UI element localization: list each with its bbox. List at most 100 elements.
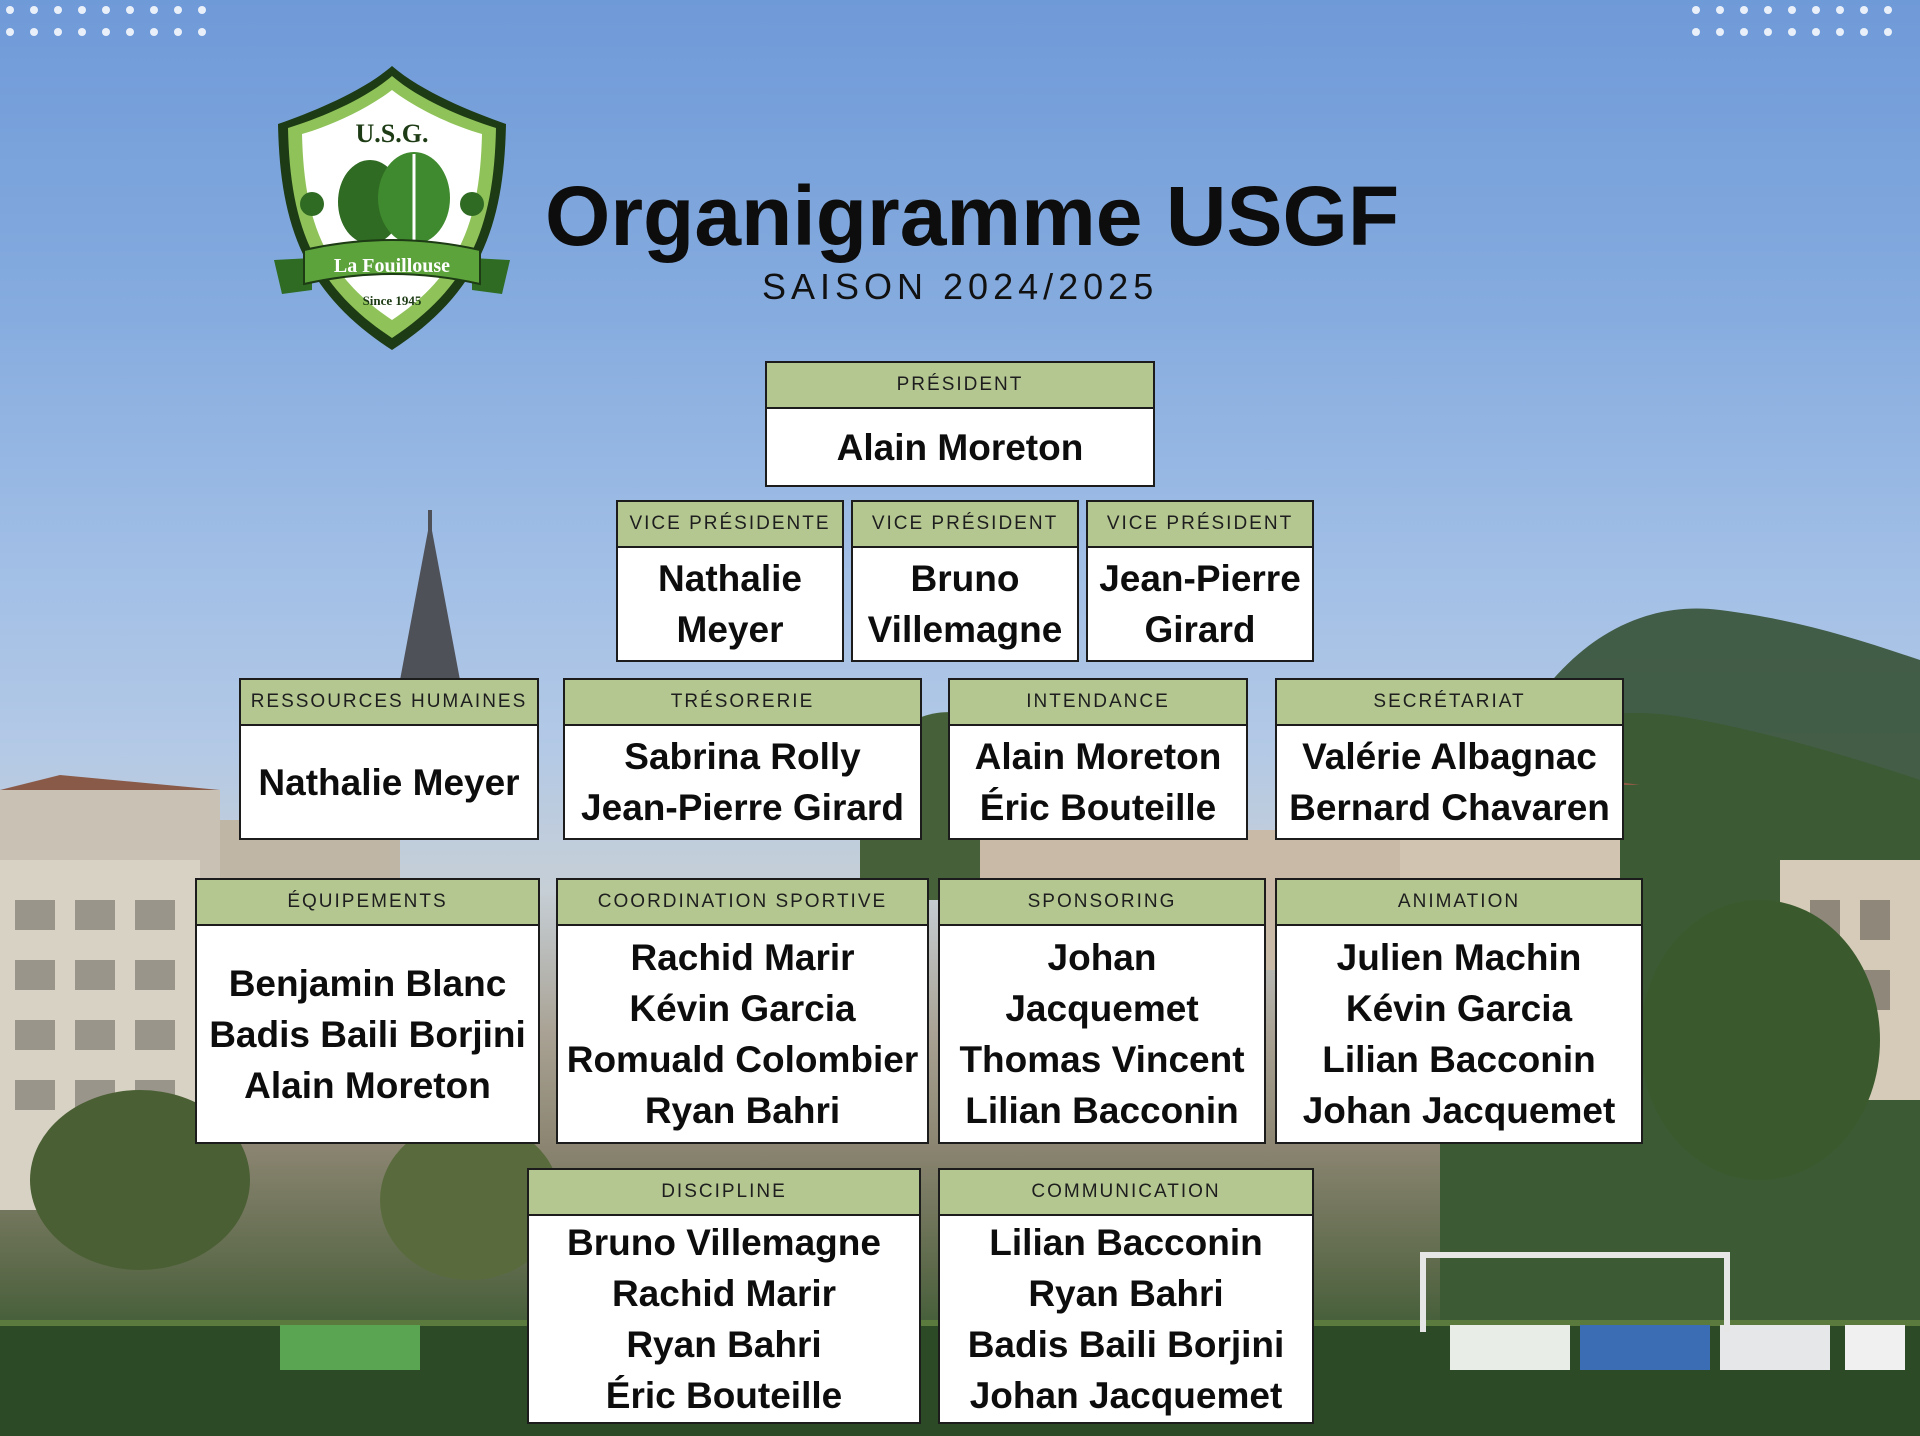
decor-dot [1692, 28, 1700, 36]
role-label: PRÉSIDENT [767, 363, 1153, 409]
decor-dot [1836, 6, 1844, 14]
role-label: DISCIPLINE [529, 1170, 919, 1216]
crest-since-text: Since 1945 [363, 293, 422, 308]
role-members: Alain Moreton [767, 409, 1153, 485]
member-name: Bruno Villemagne [567, 1222, 881, 1263]
decor-dot [1764, 6, 1772, 14]
member-name: Rachid Marir [630, 937, 855, 978]
member-name: Benjamin Blanc [228, 962, 507, 1004]
member-name: Ryan Bahri [1028, 1273, 1224, 1314]
member-name: Valérie Albagnac [1302, 736, 1597, 777]
member-name: Nathalie [658, 558, 802, 599]
decor-dot [150, 28, 158, 36]
member-name: Jacquemet [1005, 988, 1199, 1029]
role-members: Julien Machin Kévin Garcia Lilian Baccon… [1277, 926, 1641, 1142]
role-box-secretariat: SECRÉTARIAT Valérie Albagnac Bernard Cha… [1275, 678, 1624, 840]
role-label: SPONSORING [940, 880, 1264, 926]
member-name: Badis Baili Borjini [209, 1013, 526, 1055]
role-label: ÉQUIPEMENTS [197, 880, 538, 926]
decor-dot [1884, 6, 1892, 14]
member-name: Jean-Pierre Girard [581, 787, 904, 828]
role-label: VICE PRÉSIDENT [853, 502, 1077, 548]
club-crest-logo: U.S.G. La Fouillouse Since 1945 [274, 66, 510, 350]
decor-dot [150, 6, 158, 14]
decor-dot [1812, 6, 1820, 14]
role-label: INTENDANCE [950, 680, 1246, 726]
member-name: Lilian Bacconin [1322, 1039, 1596, 1080]
decor-dot [174, 28, 182, 36]
role-members: Johan Jacquemet Thomas Vincent Lilian Ba… [940, 926, 1264, 1142]
role-box-ressources-humaines: RESSOURCES HUMAINES Nathalie Meyer [239, 678, 539, 840]
member-name: Éric Bouteille [979, 787, 1217, 828]
decor-dot [1740, 28, 1748, 36]
role-label: COORDINATION SPORTIVE [558, 880, 927, 926]
role-members: Lilian Bacconin Ryan Bahri Badis Baili B… [940, 1216, 1312, 1422]
member-name: Kévin Garcia [1345, 988, 1573, 1029]
decor-dot [174, 6, 182, 14]
member-name: Johan [1047, 937, 1157, 978]
role-members: Nathalie Meyer [241, 726, 537, 838]
decor-dot [54, 28, 62, 36]
decor-dot [1716, 6, 1724, 14]
role-box-sponsoring: SPONSORING Johan Jacquemet Thomas Vincen… [938, 878, 1266, 1144]
decor-dot [30, 28, 38, 36]
role-box-vice-president-2: VICE PRÉSIDENT Jean-Pierre Girard [1086, 500, 1314, 662]
member-name: Ryan Bahri [626, 1324, 822, 1365]
role-members: Sabrina Rolly Jean-Pierre Girard [565, 726, 920, 838]
decor-dot [102, 28, 110, 36]
member-name: Rachid Marir [611, 1273, 837, 1314]
role-members: Valérie Albagnac Bernard Chavaren [1277, 726, 1622, 838]
member-name: Thomas Vincent [959, 1039, 1245, 1080]
role-box-vice-president-1: VICE PRÉSIDENT Bruno Villemagne [851, 500, 1079, 662]
role-members: Nathalie Meyer [618, 548, 842, 660]
role-label: COMMUNICATION [940, 1170, 1312, 1216]
member-name: Éric Bouteille [605, 1375, 843, 1416]
crest-banner-text: La Fouillouse [334, 255, 450, 277]
member-name: Johan Jacquemet [969, 1375, 1283, 1416]
member-name: Ryan Bahri [644, 1090, 841, 1131]
decor-dot [1716, 28, 1724, 36]
role-members: Bruno Villemagne [853, 548, 1077, 660]
member-name: Romuald Colombier [566, 1039, 919, 1080]
member-name: Alain Moreton [974, 736, 1222, 777]
decor-dot [1812, 28, 1820, 36]
decor-dot [30, 6, 38, 14]
decor-dot [102, 6, 110, 14]
decor-dot [6, 28, 14, 36]
member-name: Bernard Chavaren [1289, 787, 1610, 828]
member-name: Sabrina Rolly [624, 736, 861, 777]
member-name: Alain Moreton [836, 426, 1084, 468]
role-label: VICE PRÉSIDENT [1088, 502, 1312, 548]
decor-dot [1836, 28, 1844, 36]
role-box-president: PRÉSIDENT Alain Moreton [765, 361, 1155, 487]
member-name: Lilian Bacconin [989, 1222, 1263, 1263]
role-label: TRÉSORERIE [565, 680, 920, 726]
role-members: Rachid Marir Kévin Garcia Romuald Colomb… [558, 926, 927, 1142]
role-box-coordination-sportive: COORDINATION SPORTIVE Rachid Marir Kévin… [556, 878, 929, 1144]
decor-dot [6, 6, 14, 14]
role-box-discipline: DISCIPLINE Bruno Villemagne Rachid Marir… [527, 1168, 921, 1424]
role-members: Alain Moreton Éric Bouteille [950, 726, 1246, 838]
decor-dot [78, 28, 86, 36]
member-name: Nathalie Meyer [258, 761, 520, 803]
decor-dot [1884, 28, 1892, 36]
decor-dot [1692, 6, 1700, 14]
member-name: Alain Moreton [244, 1064, 491, 1106]
role-box-vice-presidente: VICE PRÉSIDENTE Nathalie Meyer [616, 500, 844, 662]
dots-top-right [1692, 6, 1894, 36]
season-subtitle: SAISON 2024/2025 [762, 266, 1159, 307]
decor-dot [1860, 6, 1868, 14]
member-name: Kévin Garcia [629, 988, 856, 1029]
role-box-equipements: ÉQUIPEMENTS Benjamin Blanc Badis Baili B… [195, 878, 540, 1144]
decor-dot [1860, 28, 1868, 36]
role-box-tresorerie: TRÉSORERIE Sabrina Rolly Jean-Pierre Gir… [563, 678, 922, 840]
member-name: Meyer [676, 609, 784, 650]
decor-dot [54, 6, 62, 14]
member-name: Jean-Pierre [1099, 558, 1301, 599]
decor-dot [198, 6, 206, 14]
role-box-animation: ANIMATION Julien Machin Kévin Garcia Lil… [1275, 878, 1643, 1144]
member-name: Lilian Bacconin [965, 1090, 1239, 1131]
role-members: Jean-Pierre Girard [1088, 548, 1312, 660]
role-label: RESSOURCES HUMAINES [241, 680, 537, 726]
